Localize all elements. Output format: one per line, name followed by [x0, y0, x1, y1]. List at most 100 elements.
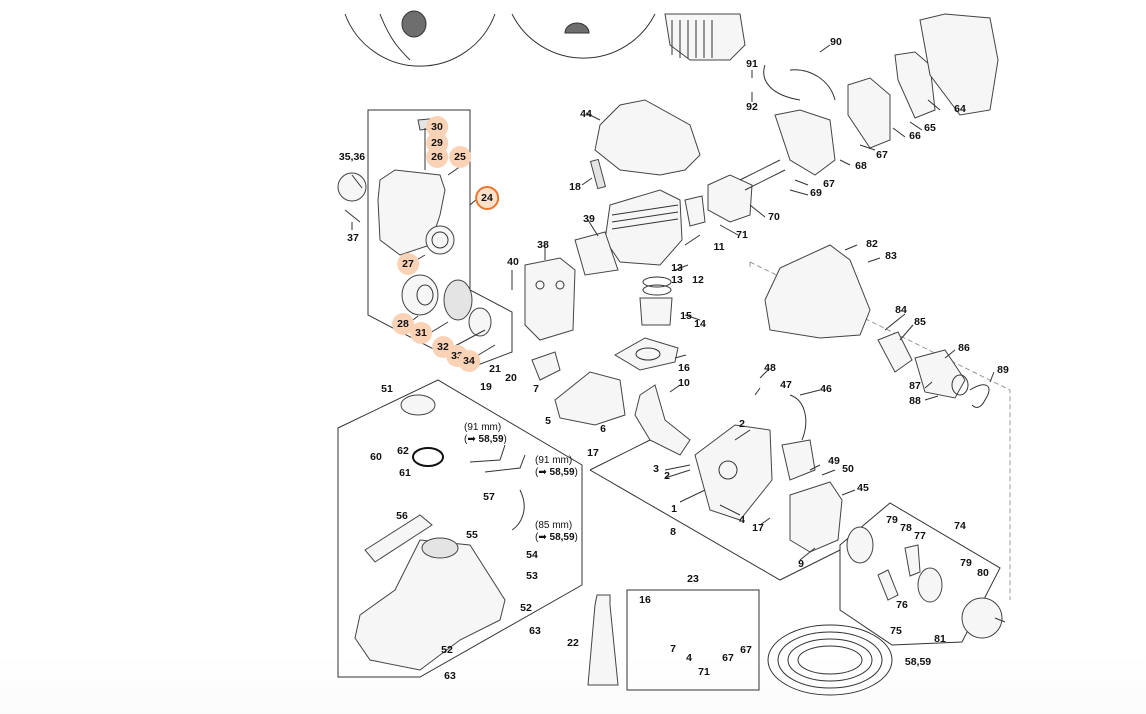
part-label-63a[interactable]: 63 [529, 625, 541, 637]
part-label-63b[interactable]: 63 [444, 670, 456, 682]
part-label-39[interactable]: 39 [583, 213, 595, 225]
part-label-77[interactable]: 77 [914, 530, 926, 542]
part-label-57[interactable]: 57 [483, 491, 495, 503]
part-label-67b[interactable]: 67 [823, 178, 835, 190]
part-label-76[interactable]: 76 [896, 599, 908, 611]
part-label-21[interactable]: 21 [489, 363, 501, 375]
muffler [524, 257, 576, 341]
part-label-62[interactable]: 62 [397, 445, 409, 457]
part-label-83[interactable]: 83 [885, 250, 897, 262]
part-label-55[interactable]: 55 [466, 529, 478, 541]
part-label-70[interactable]: 70 [768, 211, 780, 223]
part-label-20[interactable]: 20 [505, 372, 517, 384]
part-label-35-36[interactable]: 35,36 [338, 151, 366, 163]
part-label-45[interactable]: 45 [857, 482, 869, 494]
part-label-23[interactable]: 23 [687, 573, 699, 585]
part-label-53[interactable]: 53 [526, 570, 538, 582]
part-label-4[interactable]: 4 [739, 514, 745, 526]
part-label-68[interactable]: 68 [855, 160, 867, 172]
part-label-44[interactable]: 44 [580, 108, 592, 120]
part-label-89[interactable]: 89 [997, 364, 1009, 376]
part-label-22[interactable]: 22 [567, 637, 579, 649]
part-label-8[interactable]: 8 [670, 526, 676, 538]
part-label-74[interactable]: 74 [954, 520, 966, 532]
part-label-65[interactable]: 65 [924, 122, 936, 134]
part-label-67-set-b[interactable]: 67 [740, 644, 752, 656]
part-label-31[interactable]: 31 [415, 327, 427, 339]
part-label-88[interactable]: 88 [909, 395, 921, 407]
part-label-86[interactable]: 86 [958, 342, 970, 354]
part-label-13a[interactable]: 13 [671, 262, 683, 274]
part-label-5[interactable]: 5 [545, 415, 551, 427]
part-label-15[interactable]: 15 [680, 310, 692, 322]
part-label-2b[interactable]: 2 [664, 470, 670, 482]
part-label-34[interactable]: 34 [463, 355, 475, 367]
part-label-6[interactable]: 6 [600, 423, 606, 435]
part-label-29[interactable]: 29 [431, 137, 443, 149]
part-label-81[interactable]: 81 [934, 633, 946, 645]
part-label-1[interactable]: 1 [671, 503, 677, 515]
part-label-56[interactable]: 56 [396, 510, 408, 522]
part-label-52a[interactable]: 52 [520, 602, 532, 614]
part-label-79a[interactable]: 79 [886, 514, 898, 526]
part-label-80[interactable]: 80 [977, 567, 989, 579]
part-label-52b[interactable]: 52 [441, 644, 453, 656]
part-label-48[interactable]: 48 [764, 362, 776, 374]
part-label-85[interactable]: 85 [914, 316, 926, 328]
part-label-58-59-coil[interactable]: 58,59 [904, 656, 932, 668]
part-label-3[interactable]: 3 [653, 463, 659, 475]
part-label-7-set[interactable]: 7 [670, 643, 676, 655]
part-label-47[interactable]: 47 [780, 379, 792, 391]
part-label-4-set[interactable]: 4 [686, 652, 692, 664]
part-label-84[interactable]: 84 [895, 304, 907, 316]
part-label-38[interactable]: 38 [537, 239, 549, 251]
part-label-51[interactable]: 51 [381, 383, 393, 395]
part-label-17b[interactable]: 17 [752, 522, 764, 534]
part-label-54[interactable]: 54 [526, 549, 538, 561]
part-label-13b[interactable]: 13 [671, 274, 683, 286]
part-label-16-set[interactable]: 16 [639, 594, 651, 606]
part-label-30[interactable]: 30 [431, 121, 443, 133]
part-label-18[interactable]: 18 [569, 181, 581, 193]
part-label-91[interactable]: 91 [746, 58, 758, 70]
part-label-60[interactable]: 60 [370, 451, 382, 463]
part-label-19[interactable]: 19 [480, 381, 492, 393]
part-label-82[interactable]: 82 [866, 238, 878, 250]
part-label-17a[interactable]: 17 [587, 447, 599, 459]
part-label-90[interactable]: 90 [830, 36, 842, 48]
part-label-50[interactable]: 50 [842, 463, 854, 475]
ignition-housing-7 [531, 351, 561, 381]
part-label-71[interactable]: 71 [736, 229, 748, 241]
part-label-9[interactable]: 9 [798, 558, 804, 570]
part-label-64[interactable]: 64 [954, 103, 966, 115]
part-label-32[interactable]: 32 [437, 341, 449, 353]
part-label-12[interactable]: 12 [692, 274, 704, 286]
part-label-46[interactable]: 46 [820, 383, 832, 395]
part-label-79b[interactable]: 79 [960, 557, 972, 569]
part-label-49[interactable]: 49 [828, 455, 840, 467]
part-label-24-selected[interactable]: 24 [481, 192, 493, 204]
part-label-66[interactable]: 66 [909, 130, 921, 142]
part-label-26[interactable]: 26 [431, 151, 443, 163]
part-label-16[interactable]: 16 [678, 362, 690, 374]
part-label-78[interactable]: 78 [900, 522, 912, 534]
part-label-71-set[interactable]: 71 [698, 666, 710, 678]
part-label-75[interactable]: 75 [890, 625, 902, 637]
part-label-7[interactable]: 7 [533, 383, 539, 395]
part-label-40[interactable]: 40 [507, 256, 519, 268]
part-label-27[interactable]: 27 [402, 258, 414, 270]
part-label-10[interactable]: 10 [678, 377, 690, 389]
part-label-87[interactable]: 87 [909, 380, 921, 392]
part-label-37[interactable]: 37 [347, 232, 359, 244]
part-label-67a[interactable]: 67 [876, 149, 888, 161]
part-label-69[interactable]: 69 [810, 187, 822, 199]
part-label-92[interactable]: 92 [746, 101, 758, 113]
part-label-11[interactable]: 11 [713, 241, 725, 253]
part-label-61[interactable]: 61 [399, 467, 411, 479]
part-label-33[interactable]: 33 [451, 350, 463, 362]
part-label-25[interactable]: 25 [454, 151, 466, 163]
part-label-28[interactable]: 28 [397, 318, 409, 330]
part-label-14[interactable]: 14 [694, 318, 706, 330]
part-label-67-set-a[interactable]: 67 [722, 652, 734, 664]
part-label-2a[interactable]: 2 [739, 418, 745, 430]
